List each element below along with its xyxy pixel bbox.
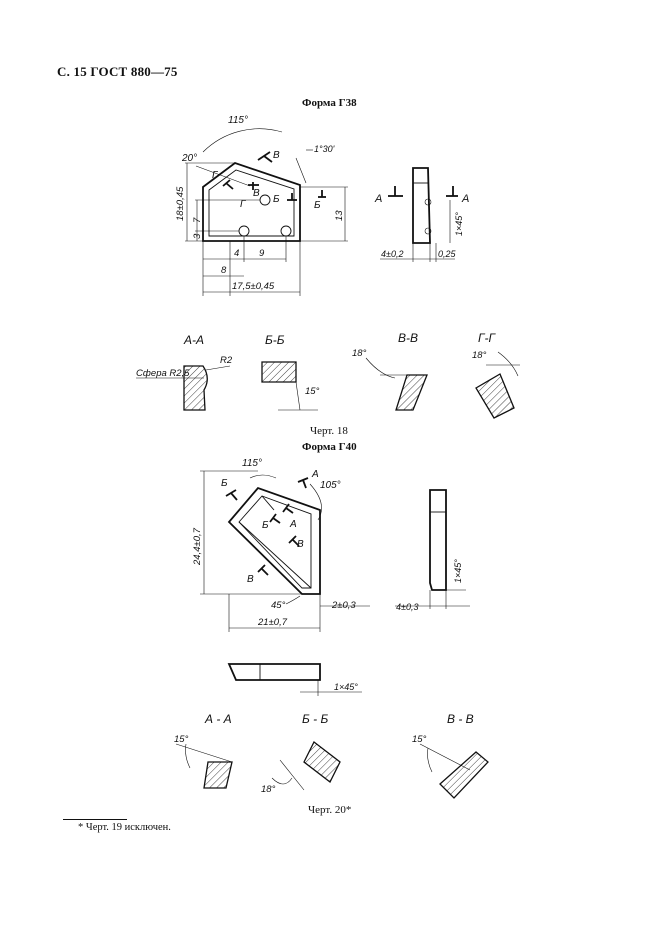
- figure-g40-title: Форма Г40: [302, 441, 357, 453]
- g38-mark-b1: Б: [273, 194, 280, 205]
- g40-section-vv-title: В - В: [447, 712, 474, 726]
- g38-height-right: 13: [334, 210, 345, 221]
- g40-angle-right: 105°: [320, 480, 341, 491]
- footnote-divider: [63, 819, 127, 820]
- g40-vv-angle: 15°: [412, 734, 427, 745]
- g38-angle-right: 1°30': [314, 144, 335, 154]
- figure-g38-title: Форма Г38: [302, 97, 357, 109]
- g40-mark-a2: А: [289, 519, 297, 530]
- g38-gg-angle: 18°: [472, 350, 487, 361]
- g38-mark-g2: Г: [240, 199, 247, 210]
- g38-dim-9: 9: [259, 248, 265, 259]
- g38-side-view: А А 4±0,2 0,25 1×45°: [374, 167, 469, 262]
- g38-side-mark-a2: А: [461, 193, 469, 205]
- g38-main-view: 115° 20° 1°30' 18±0,45 7 3 4 9 8 17,5±0,…: [175, 115, 348, 296]
- g38-chamfer: 1×45°: [454, 212, 464, 236]
- g38-mark-v2: В: [253, 188, 260, 199]
- g38-dim-4: 4: [234, 248, 239, 259]
- g38-angle-top: 115°: [228, 115, 248, 126]
- g38-width: 17,5±0,45: [232, 281, 275, 292]
- g38-bb-angle: 15°: [305, 386, 320, 397]
- g38-sections: А-А Сфера R2,5 R2 Б-Б 15° В-В 18° Г-Г 18…: [136, 331, 520, 419]
- g40-height: 24,4±0,7: [192, 527, 203, 566]
- g40-bb-angle: 18°: [261, 784, 276, 795]
- g40-mark-a1: А: [311, 469, 319, 480]
- g38-mark-g1: Г: [212, 170, 219, 181]
- g40-aa-angle: 15°: [174, 734, 189, 745]
- g38-side-mark-a1: А: [374, 193, 382, 205]
- g40-mark-v2: В: [247, 574, 254, 585]
- g40-angle-bottom: 45°: [271, 600, 286, 611]
- g38-radius-label: R2: [220, 355, 233, 366]
- g40-mark-v1: В: [297, 539, 304, 550]
- g38-small-dim: 0,25: [438, 249, 457, 259]
- g38-dim-8: 8: [221, 265, 227, 276]
- g40-mark-b2: Б: [262, 520, 269, 531]
- g38-height-left: 18±0,45: [175, 186, 186, 221]
- g40-bottom-view: 1×45°: [227, 663, 362, 696]
- g38-vv-angle: 18°: [352, 348, 367, 359]
- g38-sphere-label: Сфера R2,5: [136, 368, 190, 379]
- g40-mark-b1: Б: [221, 478, 228, 489]
- g40-main-view: 115° 105° 24,4±0,7 45° 2±0,3 21±0,7 Б А …: [192, 458, 370, 632]
- g40-width: 21±0,7: [257, 617, 288, 628]
- g38-section-gg-title: Г-Г: [478, 331, 497, 345]
- g40-offset: 2±0,3: [331, 600, 356, 611]
- g38-mark-b2: Б: [314, 200, 321, 211]
- g38-dim-3: 3: [192, 233, 203, 239]
- g38-section-aa-title: А-А: [183, 333, 204, 347]
- g38-section-vv-title: В-В: [398, 331, 418, 345]
- g38-dim-7: 7: [192, 217, 203, 223]
- g40-section-bb-title: Б - Б: [302, 712, 328, 726]
- g40-side-view: 4±0,3 1×45°: [395, 489, 470, 612]
- g38-thickness: 4±0,2: [381, 249, 403, 259]
- g40-thickness: 4±0,3: [396, 602, 418, 612]
- g40-chamfer-bottom: 1×45°: [334, 682, 358, 692]
- g40-chamfer-side: 1×45°: [453, 559, 463, 583]
- g40-sections: А - А 15° Б - Б 18° В - В 15°: [174, 712, 489, 799]
- page-header: С. 15 ГОСТ 880—75: [57, 64, 178, 79]
- g38-mark-v: В: [273, 150, 280, 161]
- figure-18-caption: Черт. 18: [310, 425, 348, 437]
- g40-section-aa-title: А - А: [204, 712, 232, 726]
- footnote: * Черт. 19 исключен.: [78, 822, 171, 833]
- g38-section-bb-title: Б-Б: [265, 333, 285, 347]
- g38-angle-left: 20°: [181, 153, 197, 164]
- g40-angle-top: 115°: [242, 458, 262, 469]
- figure-20-caption: Черт. 20*: [308, 804, 352, 816]
